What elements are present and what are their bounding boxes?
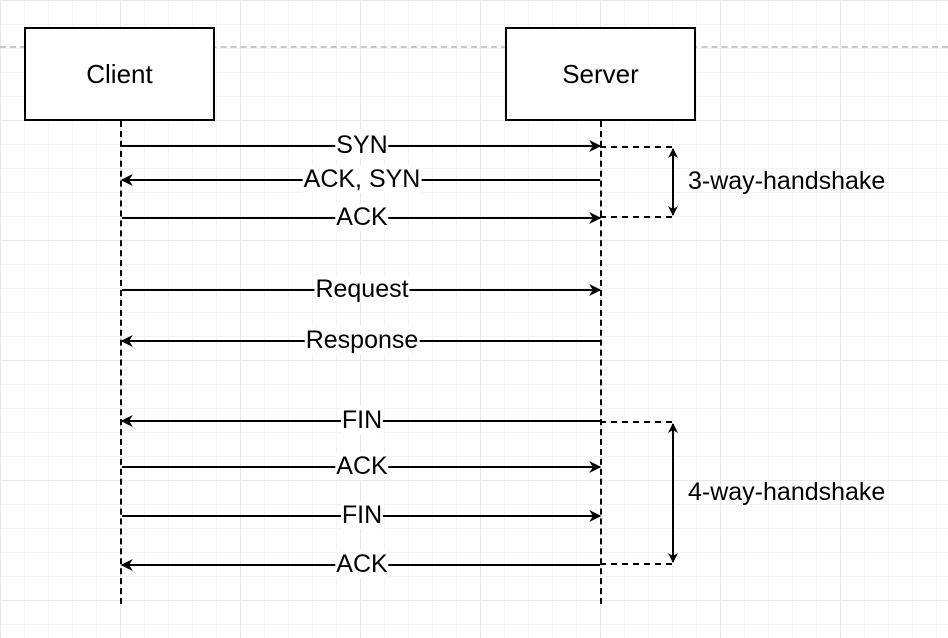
server-lifeline: [600, 121, 602, 604]
message-label: FIN: [340, 501, 384, 529]
message-label: SYN: [335, 131, 389, 159]
message-label: ACK, SYN: [302, 165, 422, 193]
server-box[interactable]: Server: [505, 27, 696, 121]
page-guide-line: [0, 46, 948, 48]
message-label: ACK: [335, 452, 389, 480]
message-label: ACK: [335, 550, 389, 578]
message-label: FIN: [340, 406, 384, 434]
client-label: Client: [86, 58, 153, 89]
message-label: ACK: [335, 203, 389, 231]
message-label: Request: [314, 275, 410, 303]
group-label: 4-way-handshake: [688, 478, 886, 506]
server-label: Server: [562, 58, 639, 89]
client-lifeline: [120, 121, 122, 604]
group-label: 3-way-handshake: [688, 167, 886, 195]
message-label: Response: [304, 326, 420, 354]
client-box[interactable]: Client: [24, 27, 215, 121]
